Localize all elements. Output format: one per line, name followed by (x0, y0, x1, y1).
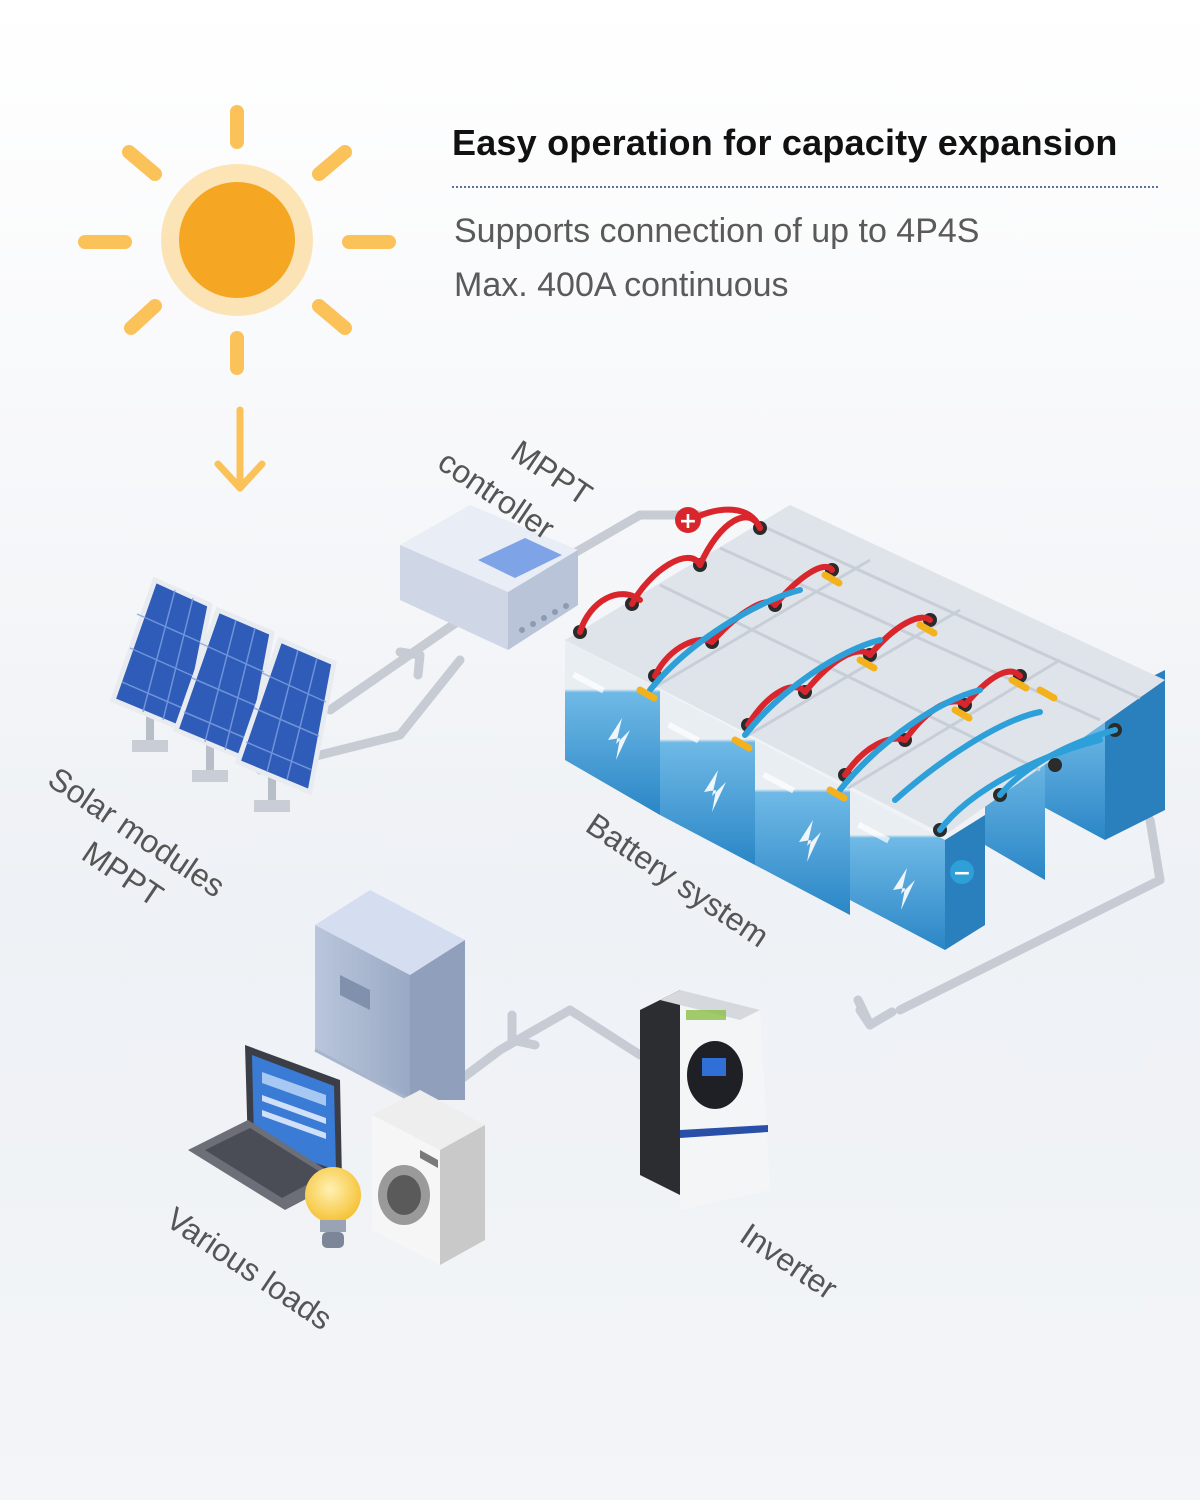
battery-icon (565, 640, 660, 815)
spec-line-2: Max. 400A continuous (454, 266, 789, 304)
negative-terminal: − (950, 860, 974, 886)
battery-system: + − (565, 505, 1165, 950)
svg-text:−: − (953, 861, 971, 886)
dotted-divider (452, 186, 1158, 188)
battery-icon (660, 690, 755, 865)
spec-line-1: Supports connection of up to 4P4S (454, 212, 980, 250)
various-loads (188, 890, 485, 1265)
refrigerator-icon (314, 890, 465, 1102)
sun-icon (78, 105, 396, 375)
battery-icon (755, 740, 850, 915)
headline: Easy operation for capacity expansion (452, 122, 1118, 163)
solar-panel-icon (172, 606, 275, 782)
svg-text:+: + (679, 509, 697, 534)
laptop-icon (188, 1045, 342, 1210)
washing-machine-icon (372, 1090, 485, 1265)
light-bulb-icon (305, 1167, 361, 1248)
mppt-controller-icon (400, 505, 578, 650)
arrow-down-icon (214, 406, 266, 492)
positive-terminal: + (675, 507, 701, 534)
solar-panels (109, 576, 337, 812)
inverter-icon (640, 990, 770, 1210)
solar-panel-icon (234, 636, 337, 812)
